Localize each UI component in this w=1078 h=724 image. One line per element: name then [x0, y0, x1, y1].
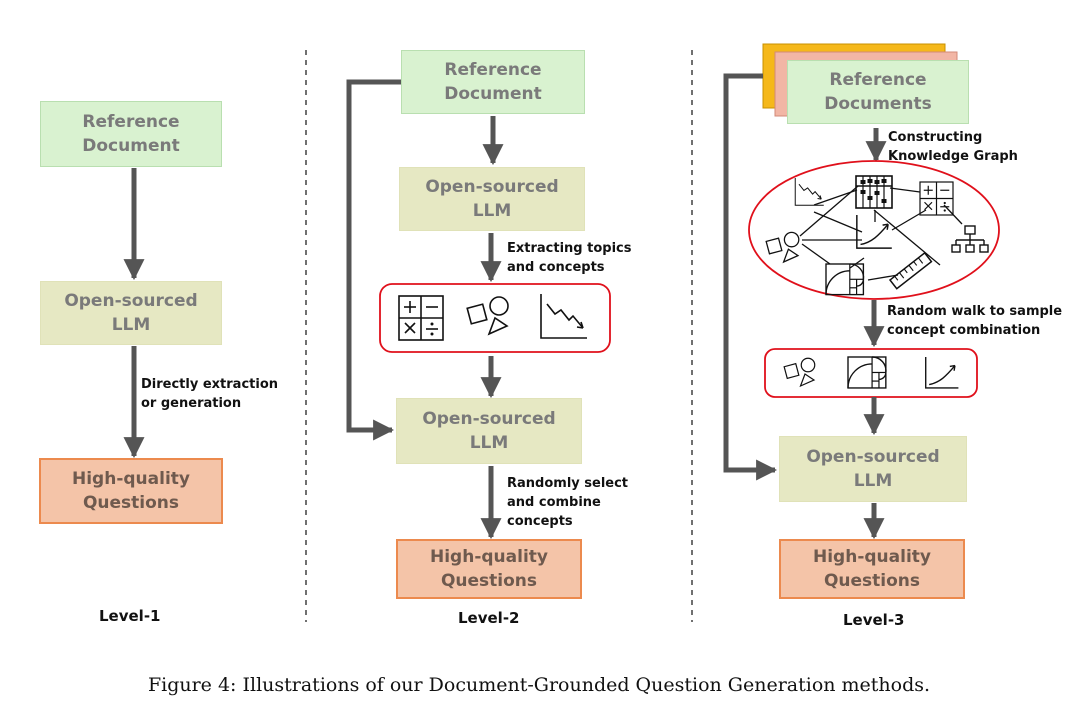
l1-llm-box: Open-sourced LLM [40, 281, 222, 345]
l1-reference-document-box: Reference Document [40, 101, 222, 167]
l3-sample-panel [764, 348, 978, 398]
l1-questions-box: High-quality Questions [39, 458, 223, 524]
knowledge-graph [748, 160, 1000, 300]
l3-reference-documents-box: Reference Documents [787, 60, 969, 124]
l3-llm-box: Open-sourced LLM [779, 436, 967, 502]
arrow-l2-bypass [346, 79, 401, 441]
l3-walk-note: Random walk to sample concept combinatio… [887, 304, 1063, 338]
l2-select-note: Randomly select and combine concepts [507, 476, 629, 529]
l2-level-label: Level-2 [458, 609, 520, 627]
l1-level-label: Level-1 [99, 607, 161, 625]
l2-questions-box: High-quality Questions [396, 539, 582, 599]
l3-kg-note: Constructing Knowledge Graph [888, 130, 1018, 164]
l3-level-label: Level-3 [843, 611, 905, 629]
l2-llm-box-top: Open-sourced LLM [399, 167, 585, 231]
l3-questions-box: High-quality Questions [779, 539, 965, 599]
l2-llm-box-bottom: Open-sourced LLM [396, 398, 582, 464]
l2-reference-document-box: Reference Document [401, 50, 585, 114]
figure-caption: Figure 4: Illustrations of our Document-… [147, 674, 931, 696]
l2-extract-note: Extracting topics and concepts [507, 241, 632, 275]
l1-arrow-note: Directly extraction or generation [141, 377, 279, 411]
arrow-l3-bypass [723, 73, 778, 481]
